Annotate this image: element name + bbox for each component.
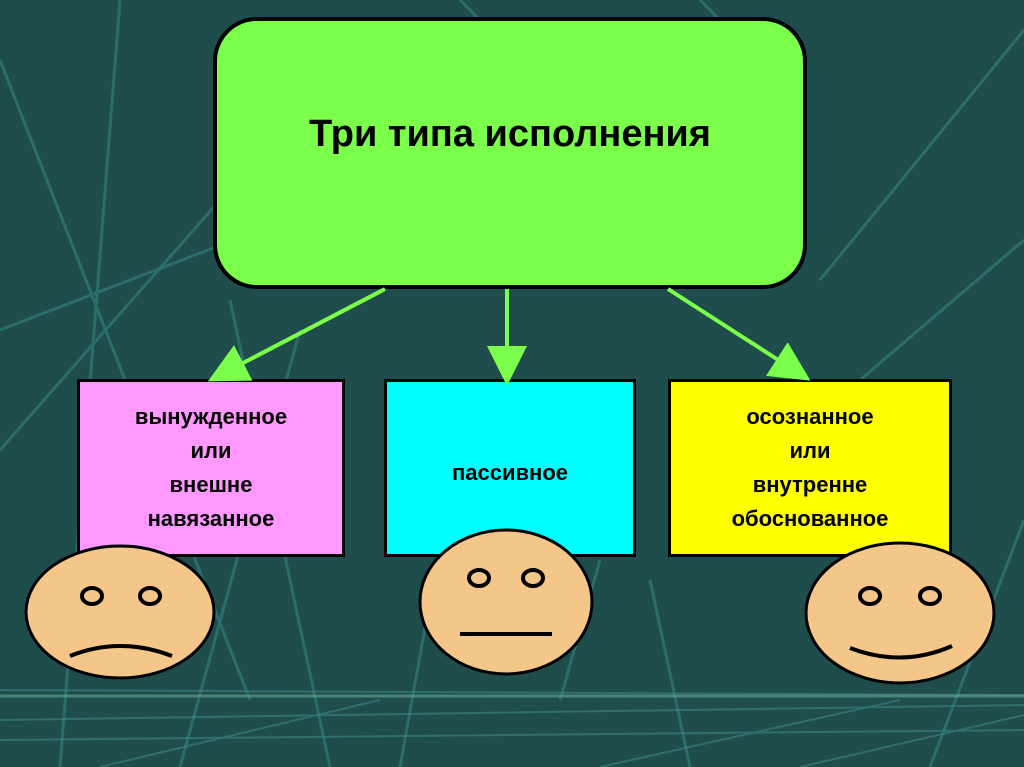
diagram-title: Три типа исполнения <box>309 113 711 155</box>
type-label-passive: пассивное <box>451 460 568 485</box>
type-box-passive: пассивное <box>384 379 636 557</box>
type-box-forced: вынужденное или внешне навязанное <box>77 379 345 557</box>
diagram-title-box: Три типа исполнения <box>213 17 807 289</box>
type-box-conscious: осознанное или внутренне обоснованное <box>668 379 952 557</box>
type-label-conscious: осознанное или внутренне обоснованное <box>731 403 889 532</box>
type-label-forced: вынужденное или внешне навязанное <box>134 403 288 532</box>
